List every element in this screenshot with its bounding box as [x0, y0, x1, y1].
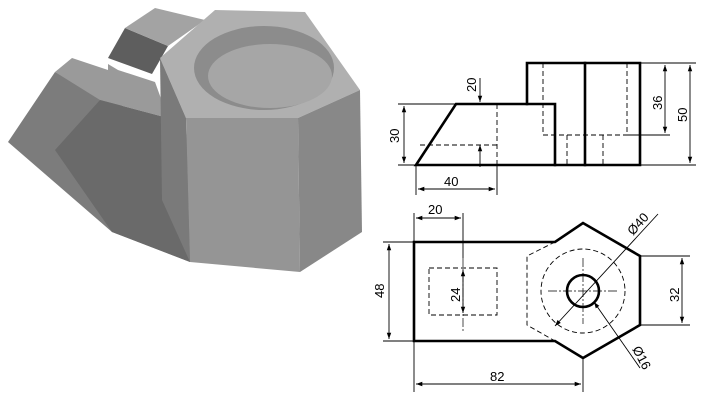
bore-inner-shadow: [208, 44, 332, 108]
front-view-tall-block: [525, 61, 642, 167]
slot-back-wall: [108, 28, 168, 74]
dim-height-left: 30: [387, 129, 402, 143]
dim-depth-right: 36: [650, 96, 665, 110]
leader-line: [593, 301, 641, 369]
dim-slope-width: 40: [444, 174, 458, 189]
hex-right-face: [298, 90, 362, 272]
top-view: 20 48 24 82 32 Ø40 Ø16: [372, 202, 690, 392]
dim-step-height: 20: [464, 78, 479, 92]
dim-length: 82: [490, 369, 504, 384]
hex-front-face: [186, 118, 300, 272]
hidden-hex-edge: [526, 241, 556, 342]
dim-slot-width: 24: [448, 288, 463, 302]
hex-left-face: [160, 58, 190, 262]
front-view: 30 20 40 36 50: [387, 61, 696, 195]
block-top-face: [55, 58, 168, 118]
dim-outer-diameter: Ø40: [624, 210, 652, 238]
dim-slot-offset: 20: [428, 202, 442, 217]
leader-line: [554, 213, 659, 327]
hidden-outer-circle: [540, 248, 626, 334]
isometric-solid-view: [8, 8, 362, 272]
slot-top-rim: [125, 8, 205, 46]
dim-hex-flat: 32: [667, 288, 682, 302]
front-view-outline: [413, 102, 557, 167]
dim-width: 48: [372, 284, 387, 298]
dim-height-right: 50: [675, 108, 690, 122]
block-front-face: [55, 100, 190, 262]
